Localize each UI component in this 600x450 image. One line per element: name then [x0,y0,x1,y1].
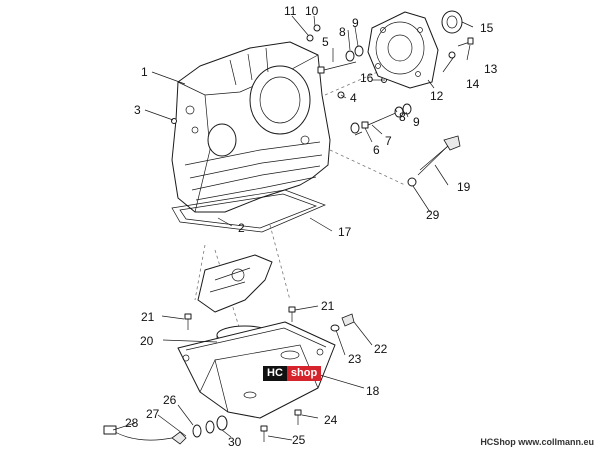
callout-28: 28 [125,416,139,430]
credit-text: HCShop www.collmann.eu [480,437,594,447]
callout-25: 25 [292,433,306,447]
gasket [171,189,326,233]
dipstick [407,135,461,187]
callout-16: 16 [360,71,374,85]
callout-9-lower: 9 [413,115,420,129]
callout-8-upper: 8 [339,25,346,39]
oil-pump-assembly [197,254,273,313]
callout-5: 5 [322,35,329,49]
callout-12: 12 [430,89,444,103]
callout-7: 7 [385,134,392,148]
callout-17: 17 [338,225,352,239]
watermark-brand-a: HC [263,366,287,381]
oil-sensor-cable [103,425,173,441]
callout-4: 4 [350,91,357,105]
callout-22: 22 [374,342,388,356]
callout-14: 14 [466,77,480,91]
bolts [171,24,474,442]
callout-6: 6 [373,143,380,157]
callout-3: 3 [134,103,141,117]
timing-cover [367,11,439,89]
leader-lines [112,15,474,441]
watermark-brand-b: shop [286,366,322,381]
callout-20: 20 [140,334,154,348]
callout-labels: 1 2 3 4 5 6 7 8 8 9 9 10 11 12 13 14 15 … [125,4,498,449]
callout-24: 24 [324,413,338,427]
callout-9-upper: 9 [352,16,359,30]
drain-plug-set [171,415,228,445]
callout-11: 11 [284,4,297,18]
callout-29: 29 [426,208,440,222]
callout-18: 18 [366,384,380,398]
callout-19: 19 [457,180,471,194]
watermark-logo: HC shop [263,366,322,381]
callout-15: 15 [480,21,494,35]
callout-2: 2 [238,221,245,235]
callout-10: 10 [305,4,319,18]
callout-30: 30 [228,435,242,449]
crankcase [171,41,331,213]
callout-26: 26 [163,393,177,407]
callout-27: 27 [146,407,160,421]
callout-21-right: 21 [321,299,335,313]
callout-8-lower: 8 [399,110,406,124]
callout-23: 23 [348,352,362,366]
callout-1: 1 [141,65,148,79]
callout-13: 13 [484,62,498,76]
callout-21-left: 21 [141,310,155,324]
seal-ring [441,10,463,34]
